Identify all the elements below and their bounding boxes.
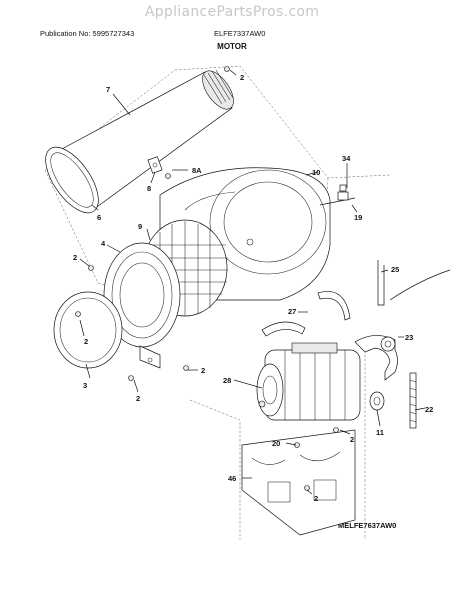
drive-belt[interactable] bbox=[377, 260, 451, 306]
callout-8a: 8A bbox=[192, 166, 202, 175]
callout-2: 2 bbox=[314, 494, 318, 503]
callout-25: 25 bbox=[391, 265, 399, 274]
diagram-id: MELFE7637AW0 bbox=[338, 521, 397, 530]
publication-number: Publication No: 5995727343 bbox=[40, 29, 135, 38]
thermostat-sensor[interactable] bbox=[319, 184, 356, 206]
section-title: MOTOR bbox=[217, 42, 247, 51]
leader-lines bbox=[79, 69, 426, 495]
screws[interactable] bbox=[75, 66, 339, 491]
model-number: ELFE7337AW0 bbox=[214, 29, 266, 38]
callout-19: 19 bbox=[354, 213, 362, 222]
callout-20: 20 bbox=[272, 439, 280, 448]
callout-34: 34 bbox=[342, 154, 351, 163]
callout-2: 2 bbox=[84, 337, 88, 346]
duct-clip[interactable] bbox=[147, 156, 163, 174]
drive-motor[interactable] bbox=[256, 342, 361, 421]
callout-4: 4 bbox=[101, 239, 106, 248]
callout-28: 28 bbox=[223, 376, 231, 385]
callout-10: 10 bbox=[312, 168, 320, 177]
part-callouts: 2 7 6 8 8A 34 10 19 9 4 2 2 3 25 27 23 2… bbox=[73, 73, 433, 503]
callout-27: 27 bbox=[288, 307, 296, 316]
callout-3: 3 bbox=[83, 381, 87, 390]
callout-2: 2 bbox=[240, 73, 244, 82]
idler-pulley[interactable] bbox=[369, 391, 385, 411]
callout-23: 23 bbox=[405, 333, 413, 342]
callout-2: 2 bbox=[201, 366, 205, 375]
callout-7: 7 bbox=[106, 85, 110, 94]
callout-2: 2 bbox=[350, 435, 354, 444]
callout-22: 22 bbox=[425, 405, 433, 414]
idler-arm[interactable] bbox=[354, 335, 398, 381]
blower-gasket[interactable] bbox=[53, 291, 123, 369]
blower-front-cover[interactable] bbox=[103, 242, 181, 369]
idler-spring[interactable] bbox=[409, 372, 417, 429]
callout-2: 2 bbox=[136, 394, 140, 403]
motor-strap[interactable] bbox=[261, 291, 351, 337]
callout-9: 9 bbox=[138, 222, 142, 231]
watermark: AppliancePartsPros.com bbox=[144, 4, 320, 20]
callout-2: 2 bbox=[73, 253, 77, 262]
callout-46: 46 bbox=[228, 474, 236, 483]
callout-11: 11 bbox=[376, 428, 384, 437]
callout-6: 6 bbox=[97, 213, 101, 222]
callout-8: 8 bbox=[147, 184, 151, 193]
duct-seal-ring[interactable] bbox=[35, 139, 108, 222]
